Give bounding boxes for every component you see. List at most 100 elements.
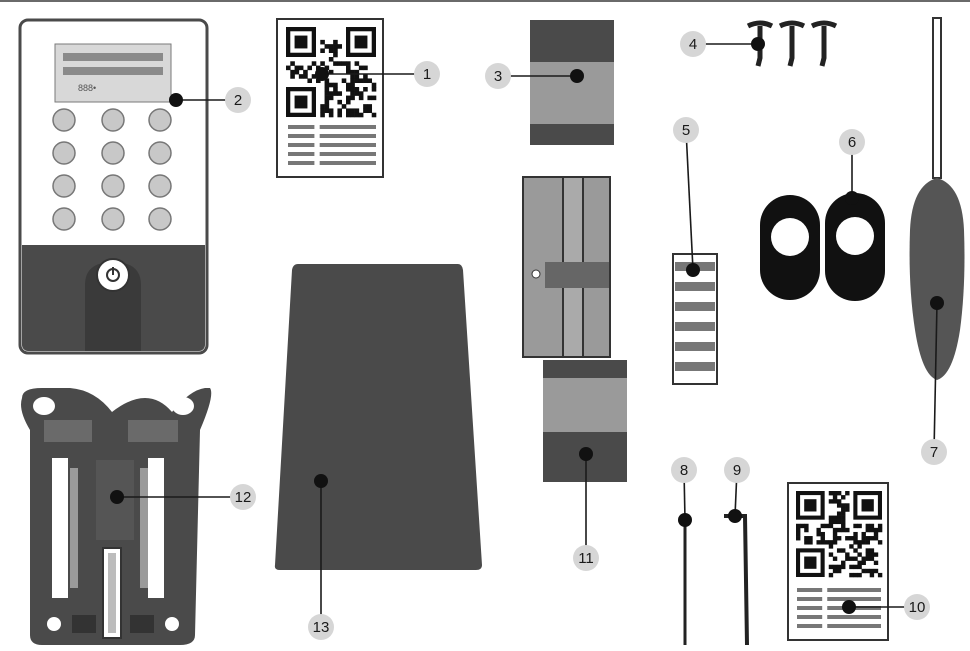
callout-leader-line — [933, 302, 938, 453]
callout-label: 3 — [494, 68, 502, 85]
callout-dot — [314, 474, 328, 488]
screw-icon — [746, 20, 774, 67]
callout-dot — [678, 513, 692, 527]
rosette-right-hole — [836, 217, 874, 255]
callout-6: 6 — [839, 129, 865, 205]
callout-bubble — [230, 484, 256, 510]
callout-dot — [728, 509, 742, 523]
keypad-key-7 — [52, 174, 76, 198]
keypad-lower-panel-top — [22, 245, 205, 257]
qr-card-1 — [276, 18, 384, 178]
callout-2: 2 — [169, 87, 251, 113]
keypad-key-11 — [101, 207, 125, 231]
callout-bubble — [904, 594, 930, 620]
screw-icon — [810, 20, 838, 67]
mounting-plate-hole-bottom-left — [47, 617, 61, 631]
keypad-key-5 — [101, 141, 125, 165]
rosette-left-hole — [771, 218, 809, 256]
cylinder-pin — [531, 269, 541, 279]
callout-label: 10 — [909, 599, 926, 616]
screwdriver-icon — [909, 17, 965, 380]
callout-11: 11 — [573, 447, 599, 571]
callout-bubble — [724, 457, 750, 483]
keypad-display-line-1 — [63, 53, 163, 61]
callout-label: 1 — [423, 66, 431, 83]
keypad-display-text: 888• — [78, 83, 96, 93]
pin-tool — [679, 518, 691, 645]
callout-label: 12 — [235, 489, 252, 506]
callout-dot — [315, 67, 329, 81]
keypad-unit: 888• — [18, 18, 209, 355]
qr-code-icon — [286, 27, 377, 118]
mounting-plate-tab-right — [128, 420, 178, 442]
mounting-plate — [21, 388, 212, 645]
cylinder-cap — [530, 20, 614, 145]
callout-label: 8 — [680, 462, 688, 479]
keypad-key-6 — [148, 141, 172, 165]
callout-dot — [110, 490, 124, 504]
callout-bubble — [485, 63, 511, 89]
keypad-display-line-2 — [63, 67, 163, 75]
cylinder-knob — [543, 360, 627, 482]
callout-1: 1 — [315, 61, 440, 87]
cover-plate — [274, 264, 482, 570]
callout-9: 9 — [724, 457, 750, 523]
callout-bubble — [573, 545, 599, 571]
callout-10: 10 — [842, 594, 930, 620]
cylinder-knob-band — [543, 378, 627, 432]
callout-label: 6 — [848, 134, 856, 151]
callout-5: 5 — [673, 117, 700, 277]
callout-label: 13 — [313, 619, 330, 636]
screwdriver-shaft — [932, 17, 942, 179]
cylinder-cam — [545, 262, 609, 288]
keypad-buttons — [52, 108, 172, 231]
callout-12: 12 — [110, 484, 256, 510]
callout-7: 7 — [921, 296, 947, 465]
callout-label: 2 — [234, 92, 242, 109]
callout-bubble — [680, 31, 706, 57]
callout-dot — [579, 447, 593, 461]
callout-bubble — [839, 129, 865, 155]
hex-key-icon — [724, 514, 749, 646]
callout-4: 4 — [680, 31, 765, 57]
keypad-key-4 — [52, 141, 76, 165]
mounting-plate-slot-2 — [148, 458, 164, 598]
mounting-plate-rib-2 — [140, 468, 148, 588]
callout-bubble — [921, 439, 947, 465]
mounting-plate-rib-1 — [70, 468, 78, 588]
keypad-key-3 — [148, 108, 172, 132]
callout-dot — [169, 93, 183, 107]
sticker-band-6 — [675, 362, 715, 371]
mounting-plate-foot-left — [72, 615, 96, 633]
sticker-band-4 — [675, 322, 715, 331]
callout-dot — [751, 37, 765, 51]
callout-bubble — [673, 117, 699, 143]
callout-dot — [930, 296, 944, 310]
callout-8: 8 — [671, 457, 697, 527]
mounting-plate-hole-top-left — [33, 397, 55, 415]
keypad-key-9 — [148, 174, 172, 198]
keypad-key-2 — [101, 108, 125, 132]
callout-bubble — [225, 87, 251, 113]
sticker-band-5 — [675, 342, 715, 351]
callout-13: 13 — [308, 474, 334, 640]
callout-dot — [842, 600, 856, 614]
callout-label: 11 — [578, 550, 594, 567]
callout-dot — [570, 69, 584, 83]
callout-bubble — [671, 457, 697, 483]
callout-label: 4 — [689, 36, 697, 53]
callout-leader-line — [685, 129, 694, 271]
cylinder-body — [522, 176, 611, 358]
callout-label: 7 — [930, 444, 938, 461]
callout-bubble — [414, 61, 440, 87]
qr-code-icon — [796, 491, 883, 578]
callout-label: 9 — [733, 462, 741, 479]
callout-dot — [845, 191, 859, 205]
keypad-key-10 — [52, 207, 76, 231]
keypad-key-8 — [101, 174, 125, 198]
screws — [746, 20, 838, 67]
callout-label: 5 — [682, 122, 690, 139]
sticker-band-2 — [675, 282, 715, 291]
